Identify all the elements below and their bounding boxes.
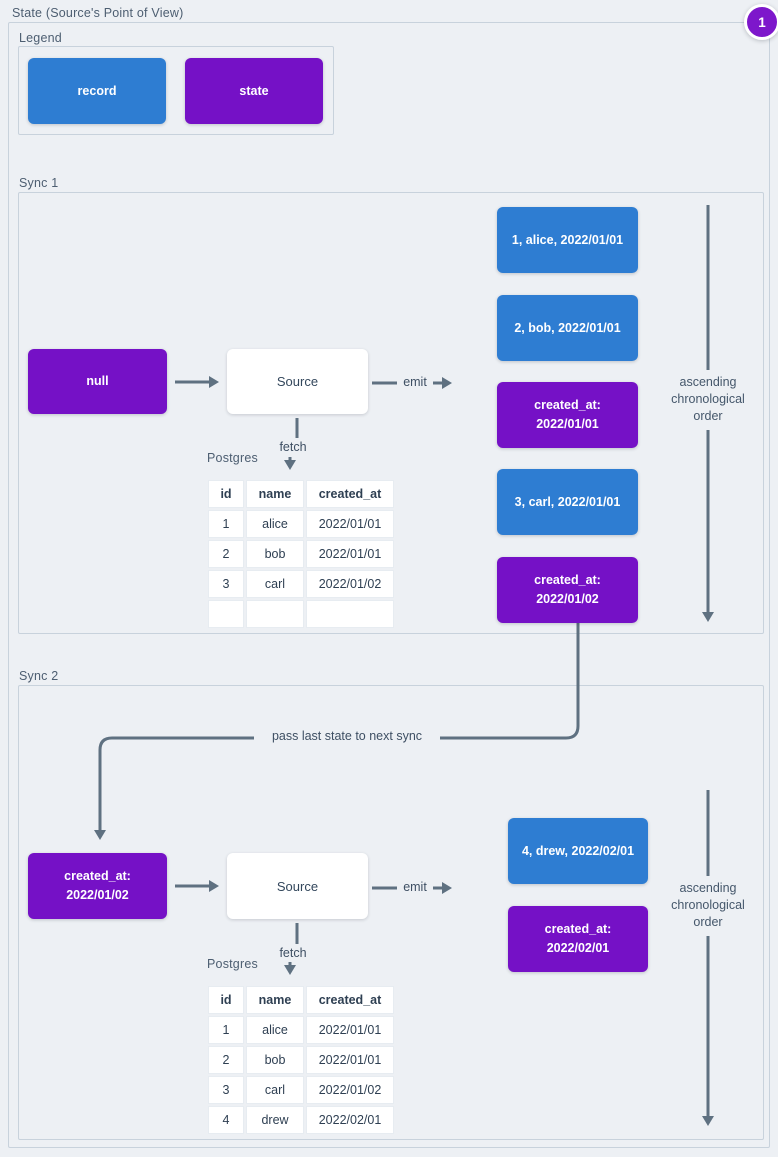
sync1-emitted-record-1: 1, alice, 2022/01/01 [497,207,638,273]
table-row-empty [208,600,394,628]
cell-created-at: 2022/01/01 [306,1016,394,1044]
table-row: 2 bob 2022/01/01 [208,540,394,568]
sync2-input-state: created_at: 2022/01/02 [28,853,167,919]
cell-name: drew [246,1106,304,1134]
cell-name: carl [246,570,304,598]
cell-created-at: 2022/01/01 [306,510,394,538]
cell-name: carl [246,1076,304,1104]
cell-id: 1 [208,1016,244,1044]
legend-title: Legend [19,31,62,45]
table-row: 1 alice 2022/01/01 [208,1016,394,1044]
sync2-db-label: Postgres [207,957,258,971]
cell-id: 2 [208,540,244,568]
cell-created-at: 2022/01/01 [306,540,394,568]
cell-name: bob [246,1046,304,1074]
outer-frame [8,22,770,1148]
table-row: 1 alice 2022/01/01 [208,510,394,538]
pass-state-label: pass last state to next sync [271,729,423,743]
sync2-emitted-record-1: 4, drew, 2022/02/01 [508,818,648,884]
sync1-db-label: Postgres [207,451,258,465]
sync2-postgres-table: id name created_at 1 alice 2022/01/01 2 … [206,984,396,1136]
sync1-emit-label: emit [403,375,427,389]
sync1-title: Sync 1 [19,176,59,190]
col-header-created-at: created_at [306,986,394,1014]
table-row: 3 carl 2022/01/02 [208,570,394,598]
sync1-emitted-record-3: 3, carl, 2022/01/01 [497,469,638,535]
cell-id: 3 [208,570,244,598]
step-badge: 1 [744,4,778,40]
cell-id: 1 [208,510,244,538]
sync1-source: Source [227,349,368,414]
table-row: 4 drew 2022/02/01 [208,1106,394,1134]
sync1-input-state: null [28,349,167,414]
cell-id: 3 [208,1076,244,1104]
cell-created-at: 2022/01/01 [306,1046,394,1074]
sync2-fetch-label: fetch [279,946,307,960]
col-header-created-at: created_at [306,480,394,508]
sync1-postgres-table: id name created_at 1 alice 2022/01/01 2 … [206,478,396,630]
cell-name: bob [246,540,304,568]
cell-id: 2 [208,1046,244,1074]
cell-name: alice [246,510,304,538]
col-header-name: name [246,986,304,1014]
sync1-emitted-record-2: 2, bob, 2022/01/01 [497,295,638,361]
table-header-row: id name created_at [208,986,394,1014]
cell-created-at [306,600,394,628]
cell-created-at: 2022/01/02 [306,570,394,598]
sync2-emit-label: emit [403,880,427,894]
sync2-source: Source [227,853,368,919]
sync2-title: Sync 2 [19,669,59,683]
table-row: 3 carl 2022/01/02 [208,1076,394,1104]
table-header-row: id name created_at [208,480,394,508]
cell-id [208,600,244,628]
sync2-order-note: ascending chronological order [671,881,745,929]
sync1-box [18,192,764,634]
col-header-id: id [208,480,244,508]
sync1-order-note: ascending chronological order [671,375,745,423]
cell-name [246,600,304,628]
sync2-box [18,685,764,1140]
col-header-id: id [208,986,244,1014]
sync1-fetch-label: fetch [279,440,307,454]
col-header-name: name [246,480,304,508]
table-row: 2 bob 2022/01/01 [208,1046,394,1074]
legend-record-swatch: record [28,58,166,124]
cell-id: 4 [208,1106,244,1134]
cell-created-at: 2022/01/02 [306,1076,394,1104]
sync1-emitted-state-2: created_at: 2022/01/02 [497,557,638,623]
legend-box [18,46,334,135]
cell-name: alice [246,1016,304,1044]
page-title: State (Source's Point of View) [12,6,184,20]
sync1-emitted-state-1: created_at: 2022/01/01 [497,382,638,448]
legend-state-swatch: state [185,58,323,124]
cell-created-at: 2022/02/01 [306,1106,394,1134]
sync2-emitted-state-1: created_at: 2022/02/01 [508,906,648,972]
